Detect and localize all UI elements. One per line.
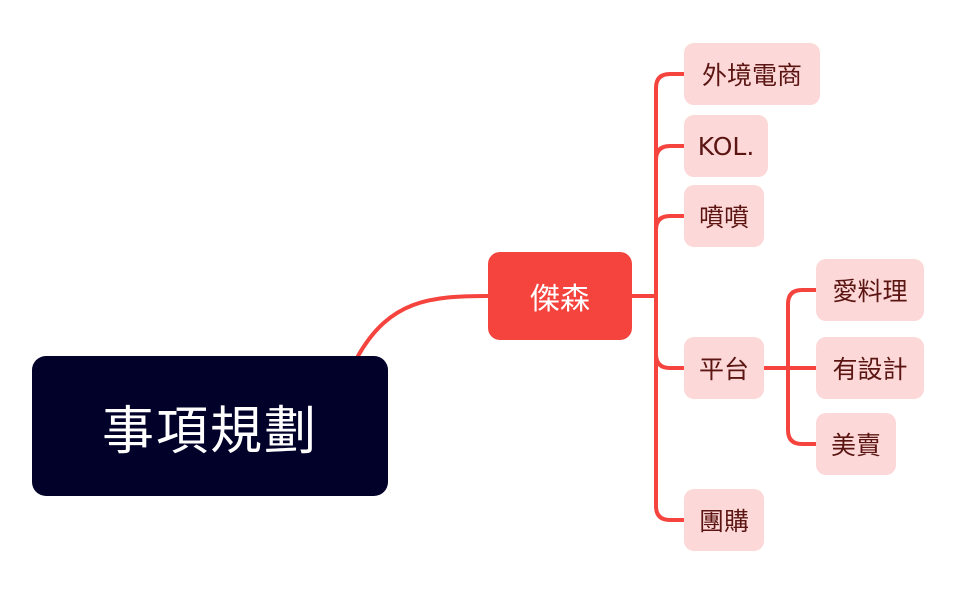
- sub-label: 有設計: [832, 355, 908, 384]
- main-topic-node[interactable]: 傑森: [488, 252, 632, 340]
- root-node[interactable]: 事項規劃: [32, 356, 388, 496]
- branch-node-cross-border-ecommerce[interactable]: 外境電商: [684, 43, 820, 105]
- branch-label: 噴噴: [698, 203, 749, 232]
- sub-label: 愛料理: [832, 277, 908, 306]
- branch-label: 平台: [698, 355, 749, 384]
- root-label: 事項規劃: [101, 401, 318, 462]
- sub-label: 美賣: [830, 431, 881, 460]
- connector-branch-kol: [654, 144, 686, 162]
- branch-node-kol[interactable]: KOL.: [684, 115, 768, 177]
- connector-trunk: [654, 72, 686, 522]
- connector-root-main: [356, 294, 490, 358]
- branch-label: KOL.: [697, 131, 755, 161]
- connector-branch-platform: [654, 352, 686, 370]
- connector-branch-penpen: [654, 214, 686, 232]
- sub-node-pinkoi[interactable]: 有設計: [816, 337, 924, 399]
- branch-node-penpen[interactable]: 噴噴: [684, 185, 764, 247]
- sub-node-meimai[interactable]: 美賣: [816, 413, 896, 475]
- branch-node-group-buy[interactable]: 團購: [684, 489, 764, 551]
- branch-node-platform[interactable]: 平台: [684, 337, 764, 399]
- branch-label: 外境電商: [701, 61, 802, 90]
- main-topic-label: 傑森: [530, 282, 590, 317]
- sub-node-icook[interactable]: 愛料理: [816, 259, 924, 321]
- branch-label: 團購: [698, 507, 749, 536]
